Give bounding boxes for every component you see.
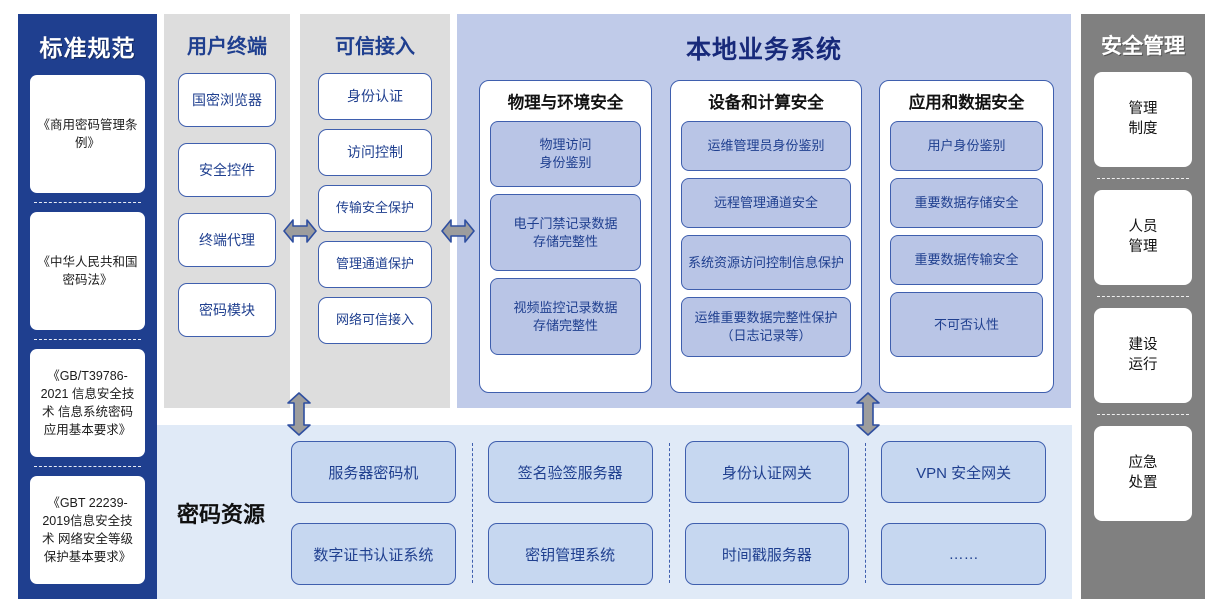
group-title: 设备和计算安全	[708, 94, 824, 112]
group-item[interactable]: 用户身份鉴别	[890, 121, 1043, 171]
panel-security-management-title: 安全管理	[1101, 35, 1185, 58]
double-arrow-vertical-icon	[281, 392, 317, 436]
panel-standards-title: 标准规范	[39, 35, 136, 61]
panel-user-terminal-title: 用户终端	[187, 36, 267, 58]
group-title: 物理与环境安全	[507, 94, 624, 112]
divider	[1097, 296, 1189, 297]
standard-card[interactable]: 《中华人民共和国密码法》	[30, 212, 145, 330]
security-management-item[interactable]: 管理制度	[1094, 72, 1192, 167]
panel-standards: 标准规范 《商用密码管理条例》 《中华人民共和国密码法》 《GB/T39786-…	[18, 14, 157, 599]
crypto-column: 签名验签服务器 密钥管理系统	[471, 441, 669, 585]
security-management-item[interactable]: 人员管理	[1094, 190, 1192, 285]
divider	[34, 202, 141, 203]
panel-user-terminal: 用户终端 国密浏览器 安全控件 终端代理 密码模块	[164, 14, 290, 408]
panel-trusted-access: 可信接入 身份认证 访问控制 传输安全保护 管理通道保护 网络可信接入	[300, 14, 450, 408]
crypto-column: 服务器密码机 数字证书认证系统	[275, 441, 472, 585]
trusted-access-item[interactable]: 访问控制	[318, 129, 432, 176]
standards-list: 《商用密码管理条例》 《中华人民共和国密码法》 《GB/T39786-2021 …	[18, 75, 157, 584]
crypto-column: VPN 安全网关 ……	[865, 441, 1062, 585]
group-item[interactable]: 运维管理员身份鉴别	[681, 121, 851, 171]
group-item[interactable]: 重要数据传输安全	[890, 235, 1043, 285]
double-arrow-horizontal-icon	[283, 213, 317, 249]
user-terminal-item[interactable]: 密码模块	[178, 283, 276, 337]
crypto-resources-label: 密码资源	[177, 502, 266, 527]
user-terminal-item[interactable]: 终端代理	[178, 213, 276, 267]
group-item[interactable]: 视频监控记录数据存储完整性	[490, 278, 641, 355]
standard-card[interactable]: 《商用密码管理条例》	[30, 75, 145, 193]
group-item[interactable]: 远程管理通道安全	[681, 178, 851, 228]
crypto-item[interactable]: 服务器密码机	[291, 441, 456, 503]
divider	[1097, 178, 1189, 179]
group-item[interactable]: 运维重要数据完整性保护（日志记录等）	[681, 297, 851, 357]
user-terminal-item[interactable]: 国密浏览器	[178, 73, 276, 127]
group-item[interactable]: 不可否认性	[890, 292, 1043, 357]
trusted-access-item[interactable]: 身份认证	[318, 73, 432, 120]
user-terminal-item[interactable]: 安全控件	[178, 143, 276, 197]
trusted-access-item[interactable]: 网络可信接入	[318, 297, 432, 344]
user-terminal-list: 国密浏览器 安全控件 终端代理 密码模块	[164, 73, 290, 337]
panel-main-system-title: 本地业务系统	[685, 36, 842, 64]
panel-trusted-access-title: 可信接入	[335, 36, 415, 58]
crypto-item[interactable]: VPN 安全网关	[881, 441, 1046, 503]
panel-crypto-resources: 密码资源 服务器密码机 数字证书认证系统 签名验签服务器 密钥管理系统 身份认证…	[157, 425, 1072, 599]
group-item[interactable]: 系统资源访问控制信息保护	[681, 235, 851, 290]
security-management-list: 管理制度 人员管理 建设运行 应急处置	[1081, 72, 1205, 521]
panel-main-system: 本地业务系统 物理与环境安全 物理访问身份鉴别 电子门禁记录数据存储完整性 视频…	[457, 14, 1071, 408]
group-item[interactable]: 电子门禁记录数据存储完整性	[490, 194, 641, 271]
group-item[interactable]: 物理访问身份鉴别	[490, 121, 641, 187]
group-title: 应用和数据安全	[908, 94, 1025, 112]
standard-card[interactable]: 《GB/T39786-2021 信息安全技术 信息系统密码应用基本要求》	[30, 349, 145, 457]
crypto-item[interactable]: 数字证书认证系统	[291, 523, 456, 585]
trusted-access-list: 身份认证 访问控制 传输安全保护 管理通道保护 网络可信接入	[300, 73, 450, 344]
security-management-item[interactable]: 应急处置	[1094, 426, 1192, 521]
divider	[34, 339, 141, 340]
security-management-item[interactable]: 建设运行	[1094, 308, 1192, 403]
group-device-compute-security: 设备和计算安全 运维管理员身份鉴别 远程管理通道安全 系统资源访问控制信息保护 …	[670, 80, 862, 393]
crypto-item[interactable]: 密钥管理系统	[487, 523, 653, 585]
group-physical-environment-security: 物理与环境安全 物理访问身份鉴别 电子门禁记录数据存储完整性 视频监控记录数据存…	[479, 80, 652, 393]
standard-card[interactable]: 《GBT 22239-2019信息安全技术 网络安全等级保护基本要求》	[30, 476, 145, 584]
group-application-data-security: 应用和数据安全 用户身份鉴别 重要数据存储安全 重要数据传输安全 不可否认性	[879, 80, 1054, 393]
crypto-item[interactable]: ……	[881, 523, 1046, 585]
crypto-item[interactable]: 身份认证网关	[684, 441, 850, 503]
crypto-resources-columns: 服务器密码机 数字证书认证系统 签名验签服务器 密钥管理系统 身份认证网关 时间…	[275, 441, 1062, 585]
crypto-item[interactable]: 签名验签服务器	[487, 441, 653, 503]
divider	[34, 466, 141, 467]
double-arrow-horizontal-icon	[441, 213, 475, 249]
trusted-access-item[interactable]: 管理通道保护	[318, 241, 432, 288]
double-arrow-vertical-icon	[850, 392, 886, 436]
panel-security-management: 安全管理 管理制度 人员管理 建设运行 应急处置	[1081, 14, 1205, 599]
group-item[interactable]: 重要数据存储安全	[890, 178, 1043, 228]
trusted-access-item[interactable]: 传输安全保护	[318, 185, 432, 232]
crypto-item[interactable]: 时间戳服务器	[684, 523, 850, 585]
divider	[1097, 414, 1189, 415]
crypto-column: 身份认证网关 时间戳服务器	[668, 441, 866, 585]
